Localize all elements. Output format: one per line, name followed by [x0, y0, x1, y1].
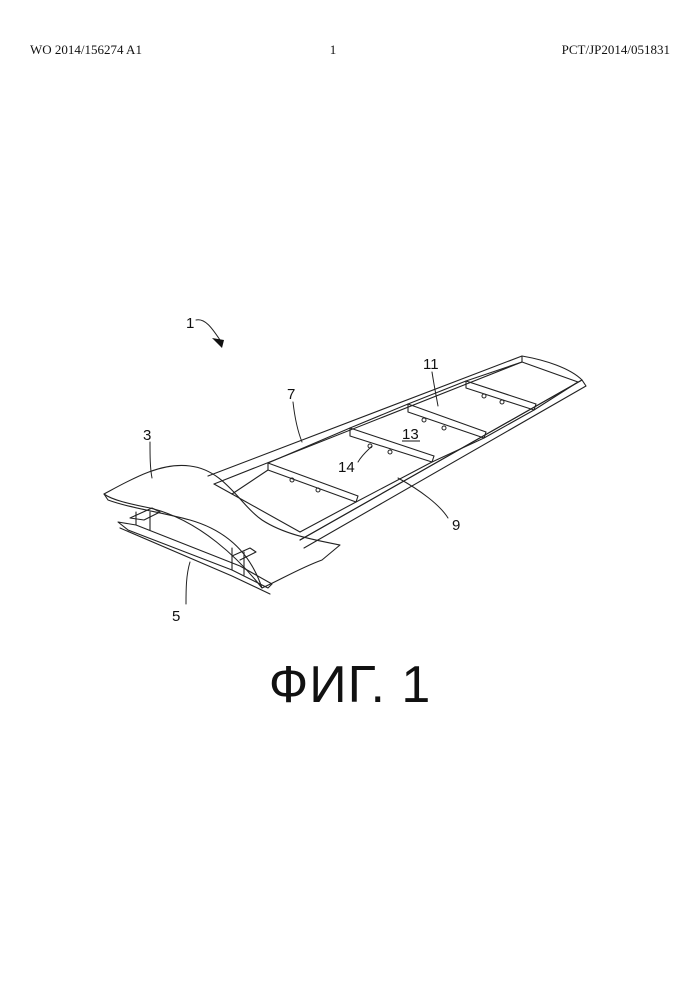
spar-outline	[207, 355, 587, 549]
ref-cell: 13	[402, 426, 419, 443]
ref-skin: 3	[143, 427, 151, 444]
page-number: 1	[329, 42, 337, 57]
ref-rib: 11	[423, 356, 439, 373]
lower-panel-outline	[117, 507, 273, 595]
arrow-head-icon	[212, 338, 224, 348]
ref-front-spar: 7	[287, 386, 295, 403]
ref-hole: 14	[338, 459, 355, 476]
skin-panel-outline	[103, 464, 341, 589]
ref-lower-panel: 5	[172, 608, 180, 625]
ribs-outline	[231, 361, 579, 533]
publication-number: WO 2014/156274 A1	[30, 42, 142, 57]
application-number: PCT/JP2014/051831	[561, 42, 670, 57]
ref-wing: 1	[186, 315, 194, 332]
leader-lines	[149, 319, 449, 605]
ref-rear-spar: 9	[452, 517, 460, 534]
figure-caption: ФИГ. 1	[268, 656, 432, 714]
